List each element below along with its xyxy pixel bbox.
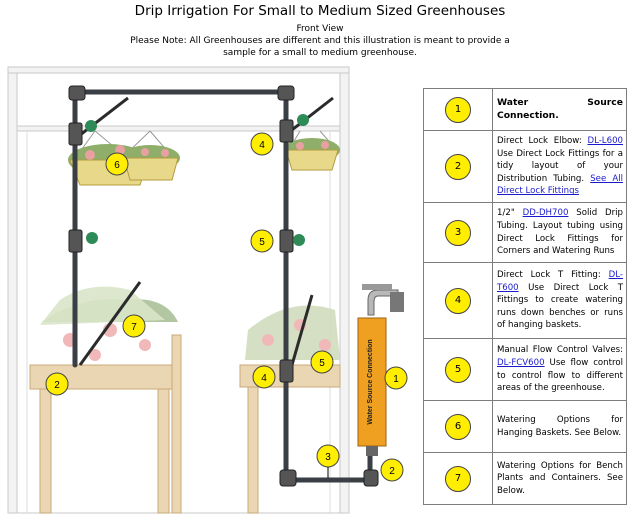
legend-row: 3 1/2" DD-DH700 Solid Drip Tubing. Layou… <box>423 202 627 263</box>
legend-lead: Manual Flow Control Valves: <box>497 345 623 356</box>
callout-3: 3 <box>316 444 340 468</box>
legend-callout: 2 <box>445 153 471 180</box>
svg-text:5: 5 <box>259 237 265 248</box>
callout-2-right: 2 <box>380 458 404 482</box>
hanging-basket-right <box>284 130 340 171</box>
callout-4-bottom: 4 <box>252 365 276 389</box>
link-dl-fcv600[interactable]: DL-FCV600 <box>497 357 545 368</box>
callout-2-left: 2 <box>45 372 69 396</box>
svg-text:2: 2 <box>54 380 60 391</box>
legend-callout: 7 <box>445 465 471 492</box>
water-source: Water Source Connection <box>357 284 404 456</box>
callout-5-bottom: 5 <box>310 350 334 374</box>
page-title: Drip Irrigation For Small to Medium Size… <box>134 3 506 19</box>
fittings <box>68 85 379 487</box>
callout-6: 6 <box>105 152 129 176</box>
callout-5-top: 5 <box>250 229 274 253</box>
legend-text: Watering Options for Hanging Baskets. Se… <box>497 414 623 438</box>
svg-text:4: 4 <box>259 140 265 151</box>
legend-lead: Direct Lock T Fitting: <box>497 270 609 281</box>
view-subtitle: Front View <box>296 24 344 34</box>
callouts: 1 2 2 3 4 4 5 5 6 7 <box>45 132 408 482</box>
legend-text: Watering Options for Bench Plants and Co… <box>497 460 623 496</box>
legend-text: Use flow control to control flow to diff… <box>497 357 623 394</box>
link-dl-l600[interactable]: DL-L600 <box>587 136 623 147</box>
flow-control-valves <box>85 114 309 246</box>
bench-left <box>29 286 182 514</box>
legend-row: 5 Manual Flow Control Valves: DL-FCV600 … <box>423 338 627 401</box>
legend-row: 6 Watering Options for Hanging Baskets. … <box>423 400 627 453</box>
legend-callout: 3 <box>445 219 471 246</box>
legend-callout: 6 <box>445 413 471 440</box>
callout-1: 1 <box>384 366 408 390</box>
svg-text:1: 1 <box>393 374 399 385</box>
link-all-direct-lock-fittings[interactable]: See All Direct Lock Fittings <box>497 173 624 197</box>
legend-row: 7 Watering Options for Bench Plants and … <box>423 452 627 505</box>
legend-row: 2 Direct Lock Elbow: DL-L600 Use Direct … <box>423 130 627 203</box>
legend-callout: 4 <box>445 287 471 314</box>
svg-text:5: 5 <box>319 358 325 369</box>
svg-text:3: 3 <box>325 452 331 463</box>
legend-text: Water Source Connection. <box>497 96 623 121</box>
legend-callout: 1 <box>445 96 471 123</box>
svg-text:4: 4 <box>261 373 267 384</box>
legend-text: Use Direct Lock T Fittings to create wat… <box>497 282 623 331</box>
callout-7: 7 <box>122 314 146 338</box>
legend-text: Use Direct Lock Fittings for a tidy layo… <box>497 148 623 184</box>
svg-text:6: 6 <box>114 160 120 171</box>
note-line-2: sample for a small to medium greenhouse. <box>223 48 417 58</box>
svg-text:2: 2 <box>389 466 395 477</box>
note-line-1: Please Note: All Greenhouses are differe… <box>130 36 510 46</box>
svg-text:7: 7 <box>131 322 137 333</box>
link-dd-dh700[interactable]: DD-DH700 <box>522 208 569 219</box>
legend-lead: 1/2" <box>497 208 523 219</box>
water-source-label: Water Source Connection <box>367 339 374 424</box>
legend-row: 1 Water Source Connection. <box>423 88 627 131</box>
legend-text: Solid Drip Tubing. Layout tubing using D… <box>497 208 624 257</box>
link-dl-t600[interactable]: DL-T600 <box>497 270 623 293</box>
legend-table: 1 Water Source Connection. 2 Direct Lock… <box>423 88 627 505</box>
legend-callout: 5 <box>445 356 471 383</box>
legend-row: 4 Direct Lock T Fitting: DL-T600 Use Dir… <box>423 262 627 339</box>
callout-4-top: 4 <box>250 132 274 156</box>
legend-lead: Direct Lock Elbow: <box>497 136 588 147</box>
